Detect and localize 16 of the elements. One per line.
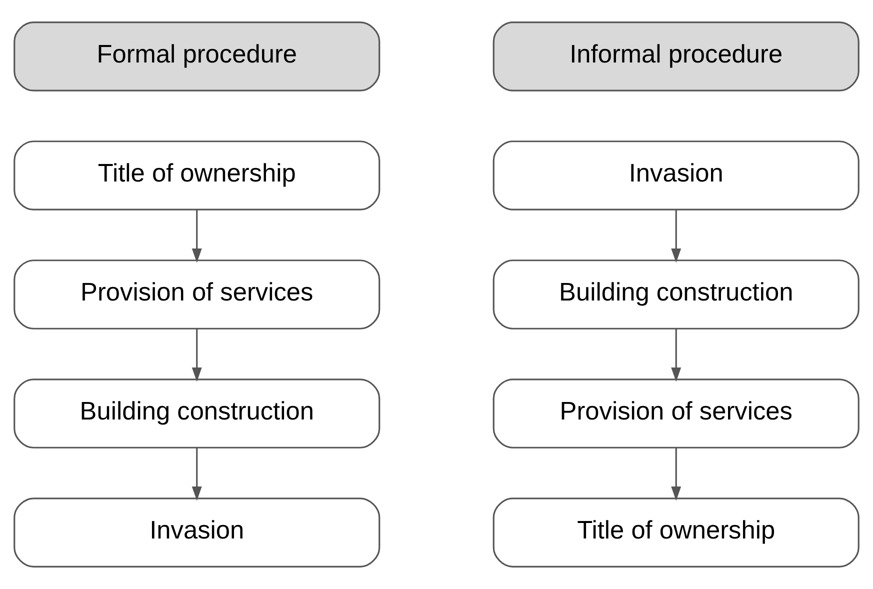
node-box: Provision of services (492, 378, 860, 448)
arrow (192, 210, 202, 263)
node-box: Title of ownership (14, 140, 380, 210)
node-box: Informal procedure (492, 22, 860, 92)
arrow (671, 210, 682, 263)
node-box: Building construction (14, 378, 380, 448)
node-box: Invasion (492, 140, 860, 210)
node-box: Provision of services (14, 260, 380, 330)
node-box: Title of ownership (492, 498, 860, 568)
node-box: Formal procedure (14, 22, 380, 92)
arrow (192, 448, 202, 501)
arrow (671, 328, 682, 382)
node-box: Building construction (492, 260, 860, 330)
arrow (671, 448, 682, 501)
arrow (192, 328, 202, 382)
node-box: Invasion (14, 498, 380, 568)
